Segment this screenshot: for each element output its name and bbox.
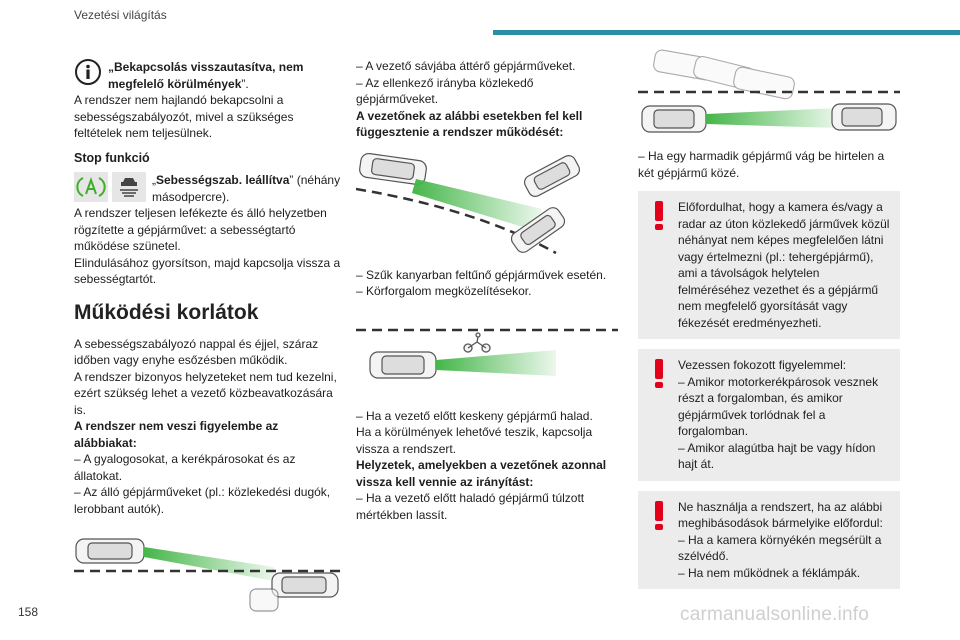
list-item: – Az ellenkező irányba közlekedő gépjárm…	[356, 75, 534, 107]
stop-heading: Stop funkció	[74, 150, 150, 165]
header-accent-bar	[493, 30, 960, 35]
list-item: – Szűk kanyarban feltűnő gépjárművek ese…	[356, 267, 607, 282]
list-item: – Ha a vezető előtt haladó gépjármű túlz…	[356, 491, 585, 522]
info-title-tail: ”.	[241, 76, 249, 91]
warning-head: Előfordulhat, hogy a kamera és/vagy a ra…	[648, 199, 892, 331]
info-title: „Bekapcsolás visszautasítva, nem megfele…	[108, 58, 344, 92]
column-3: – Ha egy harmadik gépjármű vág be hirtel…	[638, 48, 900, 589]
warning-3-content: Ne használja a rendszert, ha az alábbi m…	[678, 499, 892, 582]
watermark: carmanualsonline.info	[680, 604, 870, 625]
warning-icon	[655, 359, 663, 388]
warning-box-1: Előfordulhat, hogy a kamera és/vagy a ra…	[638, 191, 900, 339]
illustration-narrow-vehicle	[356, 328, 618, 379]
warning-2-content: Vezessen fokozott figyelemmel: – Amikor …	[678, 357, 892, 473]
warning-icon	[655, 500, 663, 530]
stop-message-text: „Sebességszab. leállítva” (néhány másodp…	[152, 172, 344, 205]
list-item: – Ha a vezető előtt keskeny gépjármű hal…	[356, 408, 593, 423]
warning-2-head: Vezessen fokozott figyelemmel:	[678, 358, 847, 372]
page-number: 158	[18, 605, 39, 619]
info-icon	[75, 59, 101, 85]
stop-body: A rendszer teljesen lefékezte és álló he…	[74, 206, 327, 253]
illustration-curve	[356, 152, 581, 254]
warning-box-2: Vezessen fokozott figyelemmel: – Amikor …	[638, 349, 900, 481]
warning-3-item: – Ha a kamera környékén megsérült a szél…	[678, 532, 882, 564]
limits-body-1: A sebességszabályozó nappal és éjjel, sz…	[74, 336, 319, 368]
warning-3-item: – Ha nem működnek a féklámpák.	[678, 565, 861, 580]
limits-item: – Az álló gépjárműveket (pl.: közlekedés…	[74, 485, 331, 516]
info-body: A rendszer nem hajlandó bekapcsolni a se…	[74, 93, 294, 140]
list-item: – A vezető sávjába áttérő gépjárműveket.	[356, 59, 576, 73]
reactivate-text: Ha a körülmények lehetővé teszik, kapcso…	[356, 425, 593, 456]
limits-item: – A gyalogosokat, a kerékpárosokat és az…	[74, 452, 296, 483]
warning-box-3: Ne használja a rendszert, ha az alábbi m…	[638, 490, 900, 589]
info-note: „Bekapcsolás visszautasítva, nem megfele…	[74, 58, 344, 92]
list-item: – Körforgalom megközelítésekor.	[356, 284, 532, 298]
warning-head: Ne használja a rendszert, ha az alábbi m…	[648, 499, 892, 582]
list-item: – Ha egy harmadik gépjármű vág be hirtel…	[638, 149, 885, 180]
stop-msg-open: „	[152, 173, 156, 187]
warning-icon	[655, 201, 663, 230]
stop-message: „Sebességszab. leállítva” (néhány másodp…	[74, 172, 344, 205]
warning-3-head: Ne használja a rendszert, ha az alábbi m…	[678, 499, 883, 531]
suspend-bold: A vezetőnek az alábbi esetekben fel kell…	[356, 108, 583, 140]
warning-text-1: Előfordulhat, hogy a kamera és/vagy a ra…	[678, 200, 890, 330]
column-2: – A vezető sávjába áttérő gépjárműveket.…	[356, 58, 618, 523]
info-title-bold: „Bekapcsolás visszautasítva, nem megfele…	[108, 60, 304, 91]
header-title: Vezetési világítás	[74, 8, 167, 22]
column-1: „Bekapcsolás visszautasítva, nem megfele…	[74, 58, 344, 617]
stop-icons	[74, 172, 146, 202]
warning-2-item: – Amikor motorkerékpárosok vesznek részt…	[678, 374, 879, 439]
acc-icon	[74, 172, 108, 202]
takeover-bold: Helyzetek, amelyekben a vezetőnek azonna…	[356, 458, 607, 489]
stop-body-2: Elindulásához gyorsítson, majd kapcsolja…	[74, 255, 341, 287]
limits-body-2: A rendszer bizonyos helyzeteket nem tud …	[74, 369, 337, 417]
limits-bold: A rendszer nem veszi figyelembe az alább…	[74, 419, 279, 450]
limits-title: Működési korlátok	[74, 300, 259, 324]
warning-2-item: – Amikor alagútba hajt be vagy hídon haj…	[678, 440, 876, 472]
car-follow-icon	[112, 172, 146, 202]
stop-msg-bold: Sebességszab. leállítva	[156, 173, 290, 187]
illustration-cut-in	[638, 49, 900, 133]
stop-msg-tail: ” (néhány másodpercre).	[152, 173, 341, 204]
warning-head: Vezessen fokozott figyelemmel: – Amikor …	[648, 357, 892, 473]
illustration-stopped-vehicle	[74, 538, 344, 612]
